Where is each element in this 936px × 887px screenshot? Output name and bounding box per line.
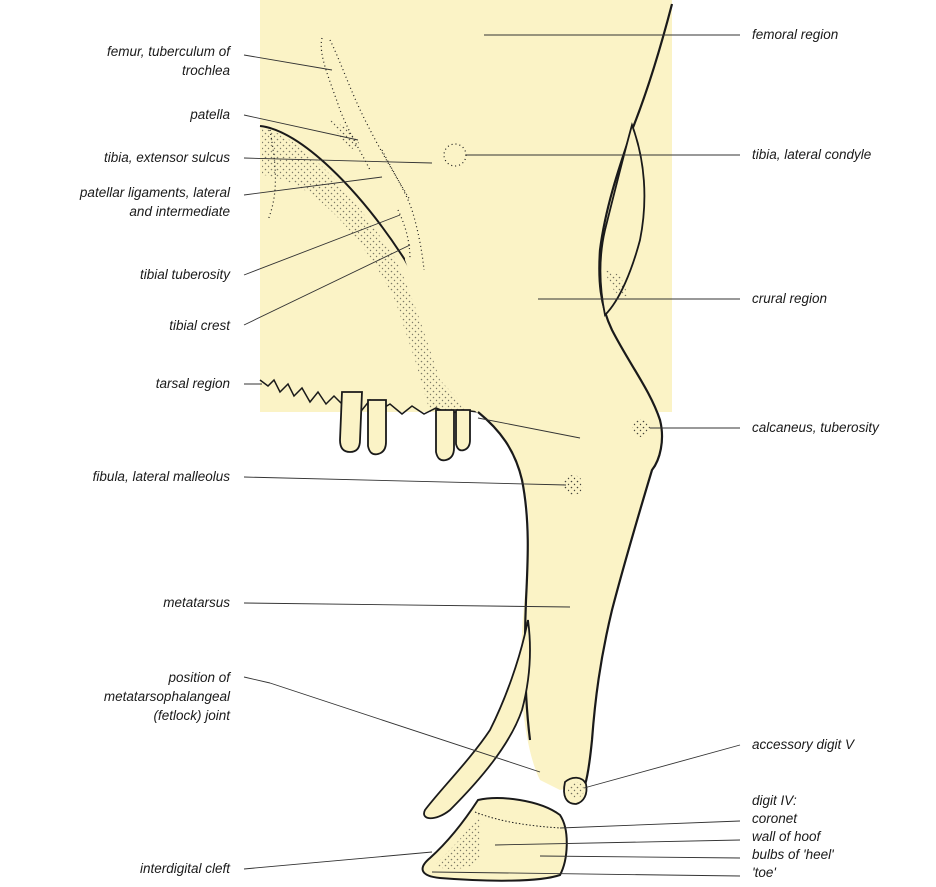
label-accessory-digit-v: accessory digit V <box>752 735 854 754</box>
label-line: tibia, extensor sulcus <box>104 148 230 167</box>
label-line: femoral region <box>752 25 838 44</box>
leader-coronet <box>560 821 740 828</box>
calcaneus-dots <box>632 419 650 437</box>
label-line: digit IV: <box>752 792 834 810</box>
label-line: 'toe' <box>752 864 834 882</box>
teat-1 <box>340 392 362 452</box>
label-line: and intermediate <box>80 202 230 221</box>
label-line: tibia, lateral condyle <box>752 145 871 164</box>
accessory-digit-stipple <box>568 782 584 798</box>
label-line: patellar ligaments, lateral <box>80 183 230 202</box>
leader-fibula-malleolus <box>244 477 566 485</box>
label-digit-iv: digit IV: coronet wall of hoof bulbs of … <box>752 792 834 882</box>
label-femur-tuberculum: femur, tuberculum of trochlea <box>107 42 230 80</box>
label-line: bulbs of 'heel' <box>752 846 834 864</box>
label-tibial-tuberosity: tibial tuberosity <box>140 265 230 284</box>
label-interdigital-cleft: interdigital cleft <box>140 859 230 878</box>
label-line: coronet <box>752 810 834 828</box>
label-line: calcaneus, tuberosity <box>752 418 879 437</box>
leader-bulbs <box>540 856 740 858</box>
label-line: metatarsophalangeal <box>104 687 230 706</box>
label-line: accessory digit V <box>752 735 854 754</box>
label-tarsal-region: tarsal region <box>156 374 230 393</box>
label-line: tibial crest <box>169 316 230 335</box>
label-tibial-crest: tibial crest <box>169 316 230 335</box>
label-line: fibula, lateral malleolus <box>93 467 230 486</box>
label-crural-region: crural region <box>752 289 827 308</box>
label-tibia-extensor-sulcus: tibia, extensor sulcus <box>104 148 230 167</box>
label-line: interdigital cleft <box>140 859 230 878</box>
front-digit-shadow <box>424 620 530 818</box>
label-line: metatarsus <box>163 593 230 612</box>
label-fetlock-joint: position of metatarsophalangeal (fetlock… <box>104 668 230 725</box>
label-patella: patella <box>190 105 230 124</box>
leader-interdigital-cleft <box>244 852 432 869</box>
label-line: femur, tuberculum of <box>107 42 230 61</box>
label-line: tarsal region <box>156 374 230 393</box>
label-line: crural region <box>752 289 827 308</box>
label-tibia-lateral-condyle: tibia, lateral condyle <box>752 145 871 164</box>
label-line: position of <box>104 668 230 687</box>
label-line: (fetlock) joint <box>104 706 230 725</box>
teat-2 <box>368 400 386 454</box>
label-metatarsus: metatarsus <box>163 593 230 612</box>
leader-metatarsus <box>244 603 570 607</box>
label-femoral-region: femoral region <box>752 25 838 44</box>
label-line: patella <box>190 105 230 124</box>
label-patellar-ligaments: patellar ligaments, lateral and intermed… <box>80 183 230 221</box>
leader-accessory-digit <box>584 745 740 788</box>
label-line: trochlea <box>107 61 230 80</box>
label-line: wall of hoof <box>752 828 834 846</box>
label-line: tibial tuberosity <box>140 265 230 284</box>
label-fibula-lateral-malleolus: fibula, lateral malleolus <box>93 467 230 486</box>
leader-fetlock <box>244 677 270 683</box>
teat-4 <box>456 410 470 450</box>
teat-3 <box>436 410 454 460</box>
label-calcaneus-tuberosity: calcaneus, tuberosity <box>752 418 879 437</box>
